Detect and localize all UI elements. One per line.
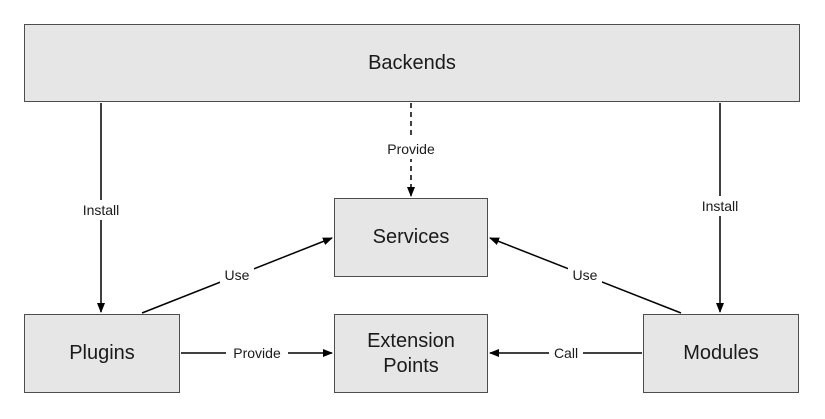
edge-label-use-left: Use — [225, 267, 250, 283]
edge-label-call: Call — [554, 345, 578, 361]
edge-label-use-right: Use — [573, 267, 598, 283]
plugins-node: Plugins — [24, 314, 180, 393]
edge-label-provide-bottom: Provide — [233, 345, 281, 361]
services-node: Services — [334, 198, 488, 277]
modules-node: Modules — [643, 314, 799, 393]
edge-label-install-right: Install — [702, 198, 739, 214]
backends-node: Backends — [24, 24, 800, 102]
edge-label-install-left: Install — [83, 202, 120, 218]
edge-label-provide-top: Provide — [387, 141, 435, 157]
extension-points-node: Extension Points — [334, 314, 488, 393]
